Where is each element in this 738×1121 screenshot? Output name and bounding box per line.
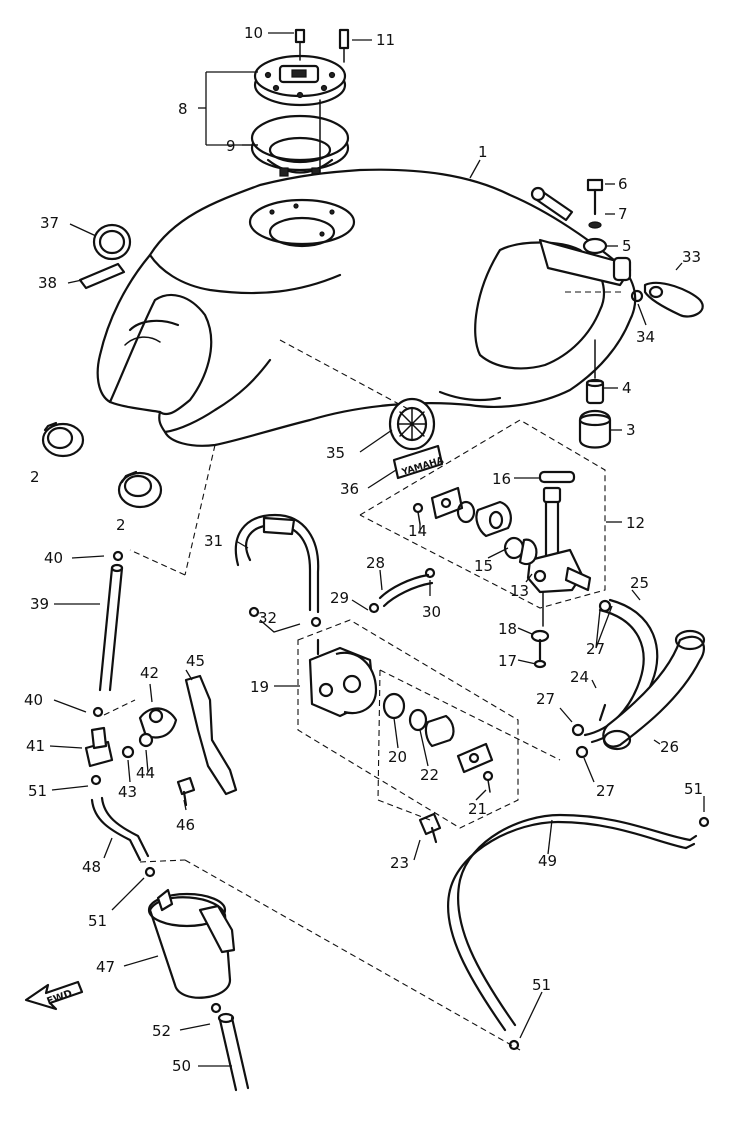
callout-15: 15 <box>474 557 493 575</box>
callout-36: 36 <box>340 480 359 498</box>
callout-42: 42 <box>140 664 159 682</box>
callout-28: 28 <box>366 554 385 572</box>
tank-damper-left <box>41 421 85 458</box>
fuel-cock-assembly <box>359 419 606 669</box>
callout-27-bottom: 27 <box>596 782 615 800</box>
callout-34: 34 <box>636 328 655 346</box>
callout-26: 26 <box>660 738 679 756</box>
callout-16: 16 <box>492 470 511 488</box>
callout-2-left: 2 <box>30 468 40 486</box>
callout-46: 46 <box>176 816 195 834</box>
callout-51-canister: 51 <box>88 912 107 930</box>
assembly-guide-lines <box>103 339 561 1051</box>
callout-32: 32 <box>258 609 277 627</box>
callout-45: 45 <box>186 652 205 670</box>
callout-37: 37 <box>40 214 59 232</box>
callout-50: 50 <box>172 1057 191 1075</box>
callout-27-top: 27 <box>586 640 605 658</box>
left-hose-group <box>84 550 238 862</box>
callout-8: 8 <box>178 100 188 118</box>
callout-13: 13 <box>510 582 529 600</box>
callout-1: 1 <box>478 143 488 161</box>
callout-30: 30 <box>422 603 441 621</box>
tank-decal-badge: YAMAHA <box>392 444 445 480</box>
callout-11: 11 <box>376 31 395 49</box>
callout-20: 20 <box>388 748 407 766</box>
callout-21: 21 <box>468 800 487 818</box>
callout-2-right: 2 <box>116 516 126 534</box>
callout-52: 52 <box>152 1022 171 1040</box>
callout-41: 41 <box>26 737 45 755</box>
callout-47: 47 <box>96 958 115 976</box>
fuel-hoses-right <box>571 598 706 759</box>
callout-4: 4 <box>622 379 632 397</box>
callout-labels: 10 11 8 9 1 37 38 6 7 5 33 34 4 3 35 36 … <box>24 24 703 1075</box>
callout-27-mid: 27 <box>536 690 555 708</box>
callout-18: 18 <box>498 620 517 638</box>
callout-3: 3 <box>626 421 636 439</box>
callout-35: 35 <box>326 444 345 462</box>
callout-39: 39 <box>30 595 49 613</box>
callout-33: 33 <box>682 248 701 266</box>
callout-12: 12 <box>626 514 645 532</box>
leader-lines <box>49 32 705 1067</box>
callout-51-left: 51 <box>28 782 47 800</box>
callout-51-right: 51 <box>684 780 703 798</box>
callout-38: 38 <box>38 274 57 292</box>
callout-10: 10 <box>244 24 263 42</box>
fwd-arrow: FWD <box>24 980 84 1011</box>
long-hose <box>446 813 710 1051</box>
callout-51-bottom: 51 <box>532 976 551 994</box>
callout-40-top: 40 <box>44 549 63 567</box>
callout-5: 5 <box>622 237 632 255</box>
fuel-tank <box>96 168 637 447</box>
fuel-filter-canister <box>144 866 250 1092</box>
callout-7: 7 <box>618 205 628 223</box>
callout-25: 25 <box>630 574 649 592</box>
callout-14: 14 <box>408 522 427 540</box>
seal-parts <box>78 223 132 290</box>
callout-44: 44 <box>136 764 155 782</box>
callout-48: 48 <box>82 858 101 876</box>
callout-29: 29 <box>330 589 349 607</box>
callout-17: 17 <box>498 652 517 670</box>
callout-43: 43 <box>118 783 137 801</box>
rear-mount-parts <box>530 178 704 449</box>
callout-49: 49 <box>538 852 557 870</box>
tank-emblem <box>388 397 436 451</box>
callout-24: 24 <box>570 668 589 686</box>
fuel-pump-assembly <box>234 513 519 844</box>
callout-23: 23 <box>390 854 409 872</box>
callout-6: 6 <box>618 175 628 193</box>
callout-9: 9 <box>226 137 236 155</box>
fuel-cap-assembly <box>250 28 350 221</box>
callout-31: 31 <box>204 532 223 550</box>
callout-19: 19 <box>250 678 269 696</box>
tank-damper-right <box>117 470 163 509</box>
callout-40-bottom: 40 <box>24 691 43 709</box>
callout-22: 22 <box>420 766 439 784</box>
